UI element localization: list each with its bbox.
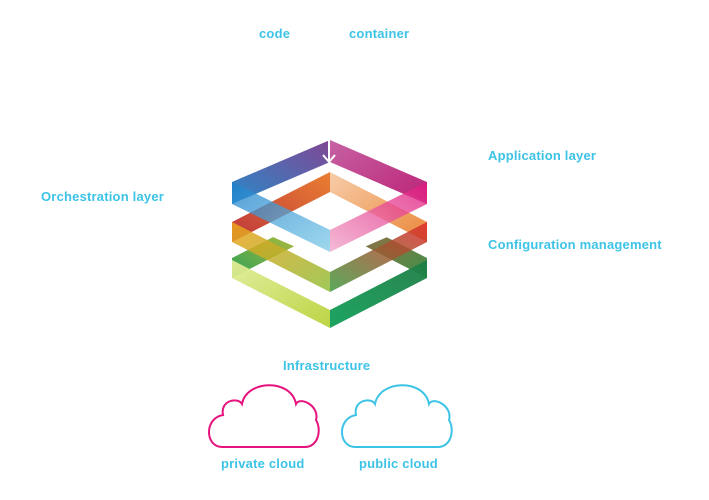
orchestration-layer-label: Orchestration layer	[41, 189, 165, 204]
bottom-front-left-face	[232, 260, 330, 328]
configuration-management-label: Configuration management	[488, 237, 662, 252]
arrow-down-icon	[322, 140, 336, 164]
top-front-left-face	[232, 182, 330, 252]
top-back-right-face	[330, 140, 427, 204]
container-label: container	[349, 26, 410, 41]
middle-front-left-face	[232, 222, 330, 292]
middle-front-right-face	[330, 222, 427, 292]
private-cloud-icon	[208, 384, 320, 448]
public-cloud-icon	[341, 384, 453, 448]
infrastructure-label: Infrastructure	[283, 358, 371, 373]
top-back-left-face	[232, 140, 330, 204]
code-label: code	[259, 26, 291, 41]
application-layer	[232, 140, 427, 252]
top-front-right-face	[330, 182, 427, 252]
private-cloud-label: private cloud	[221, 456, 305, 471]
public-cloud-label: public cloud	[359, 456, 438, 471]
bottom-hole	[264, 238, 396, 300]
bottom-front-right-face	[330, 260, 427, 328]
application-layer-label: Application layer	[488, 148, 597, 163]
